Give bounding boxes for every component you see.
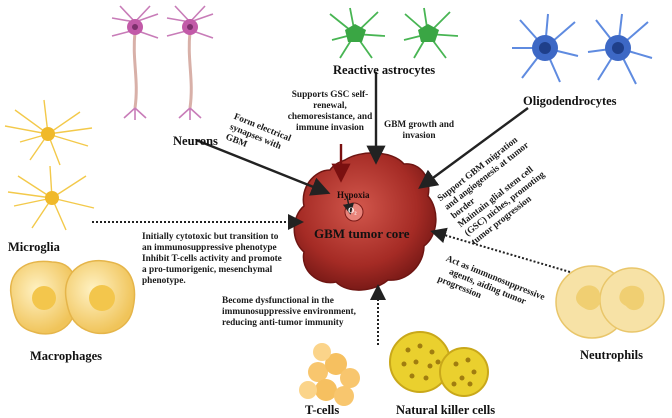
arrow-oligodendrocytes <box>418 107 529 189</box>
arrow-neurons <box>195 138 331 196</box>
microglia-note: Initially cytotoxic but transition to an… <box>142 232 282 286</box>
neutrophils-label: Neutrophils <box>580 348 643 362</box>
oligodendrocyte-icon <box>512 13 653 85</box>
neurons-label: Neurons <box>173 134 218 148</box>
macrophages-label: Macrophages <box>30 349 102 363</box>
microglia-label: Microglia <box>8 240 60 254</box>
gsc-note: Supports GSC self- renewal, chemoresista… <box>287 90 373 133</box>
microglia-icon <box>4 99 95 231</box>
nk-cells-label: Natural killer cells <box>396 403 496 417</box>
arrow-hypoxia <box>331 144 354 215</box>
nk-cell-icon <box>389 331 489 397</box>
tcell-icon <box>299 343 360 406</box>
tumor-icon <box>293 152 437 291</box>
tcells-label: T-cells <box>305 403 340 417</box>
macrophage-icon <box>9 259 136 335</box>
tumor-core-label: GBM tumor core <box>314 226 410 241</box>
tcells-note: Become dysfunctional in the immunosuppre… <box>222 296 356 328</box>
astro-note: GBM growth and invasion <box>384 120 455 141</box>
astrocytes-label: Reactive astrocytes <box>333 63 436 77</box>
o2-label: O₂ <box>348 206 357 215</box>
hypoxia-label: Hypoxia <box>337 190 370 200</box>
neuron-icon <box>111 5 214 120</box>
neutrophil-icon <box>555 265 665 339</box>
oligodendrocytes-label: Oligodendrocytes <box>523 94 617 108</box>
astrocyte-icon <box>329 7 459 59</box>
